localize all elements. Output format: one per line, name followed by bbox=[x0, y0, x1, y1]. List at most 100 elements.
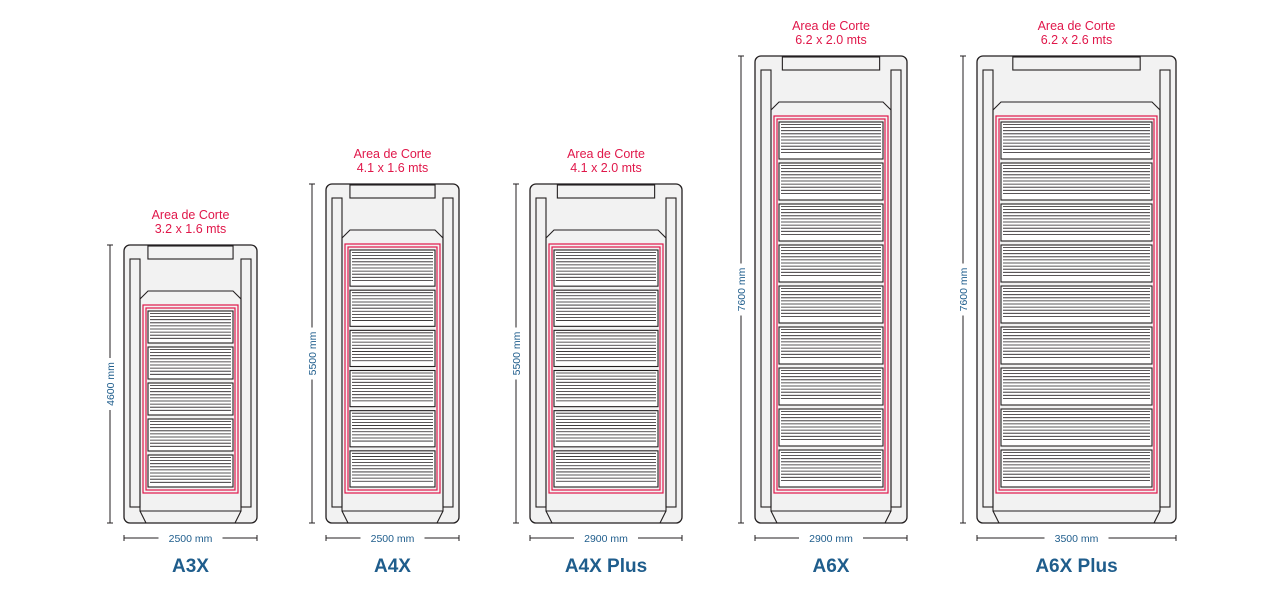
vacuum-panel bbox=[778, 162, 884, 201]
cut-area-outline bbox=[995, 115, 1158, 494]
vacuum-panel bbox=[1000, 203, 1153, 242]
width-label-bg bbox=[1044, 531, 1109, 545]
vacuum-panel bbox=[147, 418, 234, 452]
vacuum-panel bbox=[349, 410, 436, 448]
vacuum-panel bbox=[147, 346, 234, 380]
vacuum-panel bbox=[1000, 326, 1153, 365]
panel-box bbox=[778, 162, 884, 201]
vacuum-panel bbox=[553, 369, 659, 408]
panel-box bbox=[778, 367, 884, 406]
gantry-bar bbox=[349, 184, 436, 199]
gantry-bar bbox=[1012, 56, 1141, 71]
vacuum-panel bbox=[1000, 121, 1153, 160]
cut-area-size: 4.1 x 1.6 mts bbox=[357, 161, 429, 175]
cut-area-title: Area de Corte bbox=[1038, 19, 1116, 33]
vacuum-panel bbox=[778, 449, 884, 488]
cut-area-inner-outline bbox=[551, 246, 661, 491]
cut-area-title: Area de Corte bbox=[152, 208, 230, 222]
height-label-bg bbox=[957, 263, 969, 316]
panel-box bbox=[778, 121, 884, 160]
panel-box bbox=[1000, 326, 1153, 365]
cut-area-title: Area de Corte bbox=[567, 147, 645, 161]
height-label: 5500 mm bbox=[511, 331, 523, 375]
width-label-bg bbox=[158, 531, 223, 545]
vacuum-panel bbox=[147, 382, 234, 416]
vacuum-panel bbox=[349, 369, 436, 408]
vacuum-panel bbox=[1000, 244, 1153, 283]
width-label: 2500 mm bbox=[371, 533, 415, 545]
cut-area-inner-outline bbox=[145, 307, 236, 491]
width-label-bg bbox=[799, 531, 863, 545]
width-label: 2900 mm bbox=[809, 533, 853, 545]
cut-area-size: 3.2 x 1.6 mts bbox=[155, 222, 227, 236]
height-label-bg bbox=[735, 263, 747, 316]
cut-area-title: Area de Corte bbox=[354, 147, 432, 161]
height-label-bg bbox=[306, 327, 318, 380]
model-name: A6X Plus bbox=[1035, 556, 1117, 577]
cut-area-outline bbox=[344, 243, 441, 494]
table-base bbox=[545, 510, 667, 524]
vacuum-panel bbox=[553, 329, 659, 368]
model-name: A3X bbox=[172, 556, 209, 577]
cut-area-outline bbox=[548, 243, 664, 494]
vacuum-panel bbox=[1000, 367, 1153, 406]
cut-area-outline bbox=[773, 115, 889, 494]
width-label: 3500 mm bbox=[1055, 533, 1099, 545]
vacuum-panel bbox=[778, 326, 884, 365]
panel-box bbox=[778, 203, 884, 242]
panel-box bbox=[1000, 121, 1153, 160]
panel-box bbox=[1000, 408, 1153, 447]
height-label: 7600 mm bbox=[958, 267, 970, 311]
width-label-bg bbox=[360, 531, 425, 545]
width-label-bg bbox=[574, 531, 638, 545]
vacuum-panel bbox=[1000, 162, 1153, 201]
gantry-bar bbox=[147, 245, 234, 260]
cut-area-title: Area de Corte bbox=[792, 19, 870, 33]
vacuum-panel bbox=[349, 450, 436, 488]
panel-box bbox=[1000, 285, 1153, 324]
panel-box bbox=[778, 408, 884, 447]
cut-area-inner-outline bbox=[998, 118, 1155, 491]
vacuum-panel bbox=[778, 285, 884, 324]
cut-area-outline bbox=[142, 304, 239, 494]
panel-box bbox=[778, 326, 884, 365]
vacuum-panel bbox=[553, 450, 659, 488]
panel-box bbox=[1000, 367, 1153, 406]
model-name: A4X bbox=[374, 556, 411, 577]
model-name: A6X bbox=[813, 556, 850, 577]
vacuum-panel bbox=[147, 310, 234, 344]
table-base bbox=[992, 510, 1161, 524]
vacuum-panel bbox=[778, 244, 884, 283]
model-name: A4X Plus bbox=[565, 556, 647, 577]
vacuum-panel bbox=[553, 249, 659, 287]
table-base bbox=[139, 510, 242, 524]
vacuum-panel bbox=[778, 367, 884, 406]
gantry-bar bbox=[556, 184, 656, 199]
panel-box bbox=[1000, 244, 1153, 283]
height-label: 7600 mm bbox=[736, 267, 748, 311]
height-label-bg bbox=[510, 327, 522, 380]
vacuum-panel bbox=[1000, 408, 1153, 447]
cut-area-size: 4.1 x 2.0 mts bbox=[570, 161, 642, 175]
vacuum-panel bbox=[147, 454, 234, 488]
height-label-bg bbox=[104, 358, 116, 410]
vacuum-panel bbox=[349, 289, 436, 327]
table-base bbox=[770, 510, 892, 524]
panel-box bbox=[1000, 162, 1153, 201]
vacuum-panel bbox=[1000, 285, 1153, 324]
panel-box bbox=[1000, 203, 1153, 242]
cut-area-inner-outline bbox=[347, 246, 438, 491]
vacuum-panel bbox=[778, 408, 884, 447]
panel-box bbox=[778, 244, 884, 283]
vacuum-panel bbox=[778, 121, 884, 160]
vacuum-panel bbox=[349, 329, 436, 368]
gantry-bar bbox=[781, 56, 881, 71]
vacuum-panel bbox=[349, 249, 436, 287]
vacuum-panel bbox=[553, 289, 659, 327]
